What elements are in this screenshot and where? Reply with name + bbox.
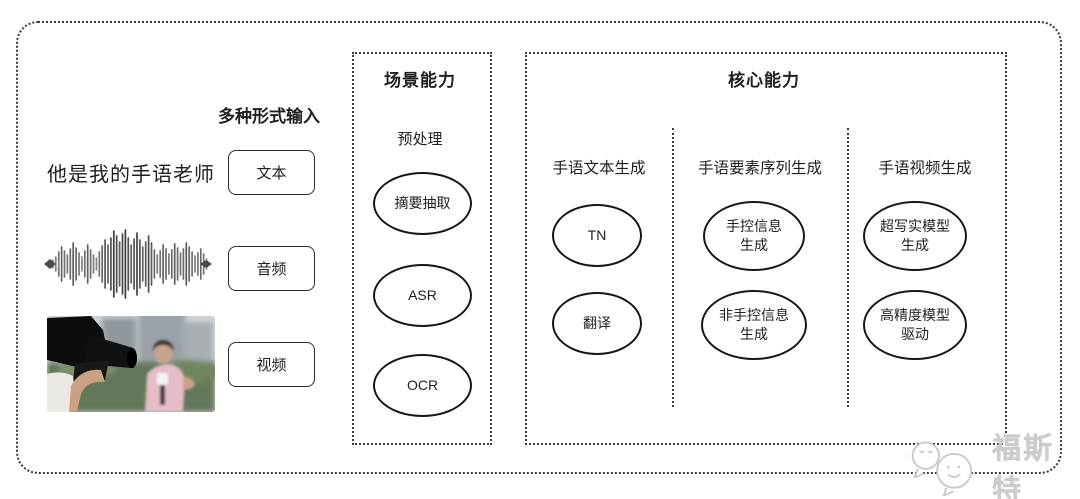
video-thumbnail: [47, 316, 215, 412]
preprocess-label: 预处理: [397, 131, 443, 148]
input-forms-label: 多种形式输入: [218, 107, 320, 126]
audio-waveform-icon: [44, 228, 212, 300]
node-label: TN: [587, 227, 607, 244]
outer-frame: [16, 21, 1062, 474]
input-type-box-text: 文本: [228, 150, 315, 195]
node-label: OCR: [406, 377, 439, 394]
column-divider: [672, 128, 674, 407]
node-ellipse-hyperreal-model-generation: 超写实模型 生成: [863, 201, 967, 271]
node-label: 翻译: [583, 315, 611, 332]
watermark-text: 福斯特: [992, 433, 1055, 499]
node-label: 摘要抽取: [394, 195, 451, 212]
node-ellipse-summary-extraction: 摘要抽取: [373, 172, 472, 235]
watermark: 福斯特: [905, 425, 1080, 499]
core-panel-title: 核心能力: [728, 71, 800, 90]
node-ellipse-ocr: OCR: [373, 354, 472, 417]
input-type-box-audio: 音频: [228, 246, 315, 291]
column-divider: [847, 128, 849, 407]
node-ellipse-translate: 翻译: [552, 292, 642, 355]
node-label: ASR: [408, 287, 437, 304]
text-sample: 他是我的手语老师: [47, 164, 215, 186]
node-ellipse-tn: TN: [552, 204, 642, 267]
node-ellipse-non-manual-info-generation: 非手控信息 生成: [701, 290, 807, 360]
node-label: 高精度模型 驱动: [880, 307, 950, 342]
two-chat-faces-icon: [911, 441, 973, 497]
input-type-label-audio: 音频: [256, 261, 287, 278]
input-type-label-text: 文本: [256, 165, 287, 182]
input-type-box-video: 视频: [228, 342, 315, 387]
node-ellipse-high-precision-model-drive: 高精度模型 驱动: [863, 290, 967, 360]
node-ellipse-manual-info-generation: 手控信息 生成: [703, 201, 805, 271]
scene-capability-panel: [352, 52, 492, 445]
core-capability-panel: [525, 52, 1007, 445]
camera-scene-icon: [47, 316, 215, 412]
input-type-label-video: 视频: [256, 357, 287, 374]
scene-panel-title: 场景能力: [384, 71, 456, 90]
node-ellipse-asr: ASR: [373, 264, 472, 327]
core-column-header-element-sequence: 手语要素序列生成: [697, 160, 822, 177]
core-column-header-video-generation: 手语视频生成: [878, 160, 972, 177]
node-label: 超写实模型 生成: [880, 218, 950, 253]
core-column-header-text-generation: 手语文本生成: [552, 160, 646, 177]
node-label: 手控信息 生成: [726, 218, 782, 253]
node-label: 非手控信息 生成: [719, 307, 789, 342]
